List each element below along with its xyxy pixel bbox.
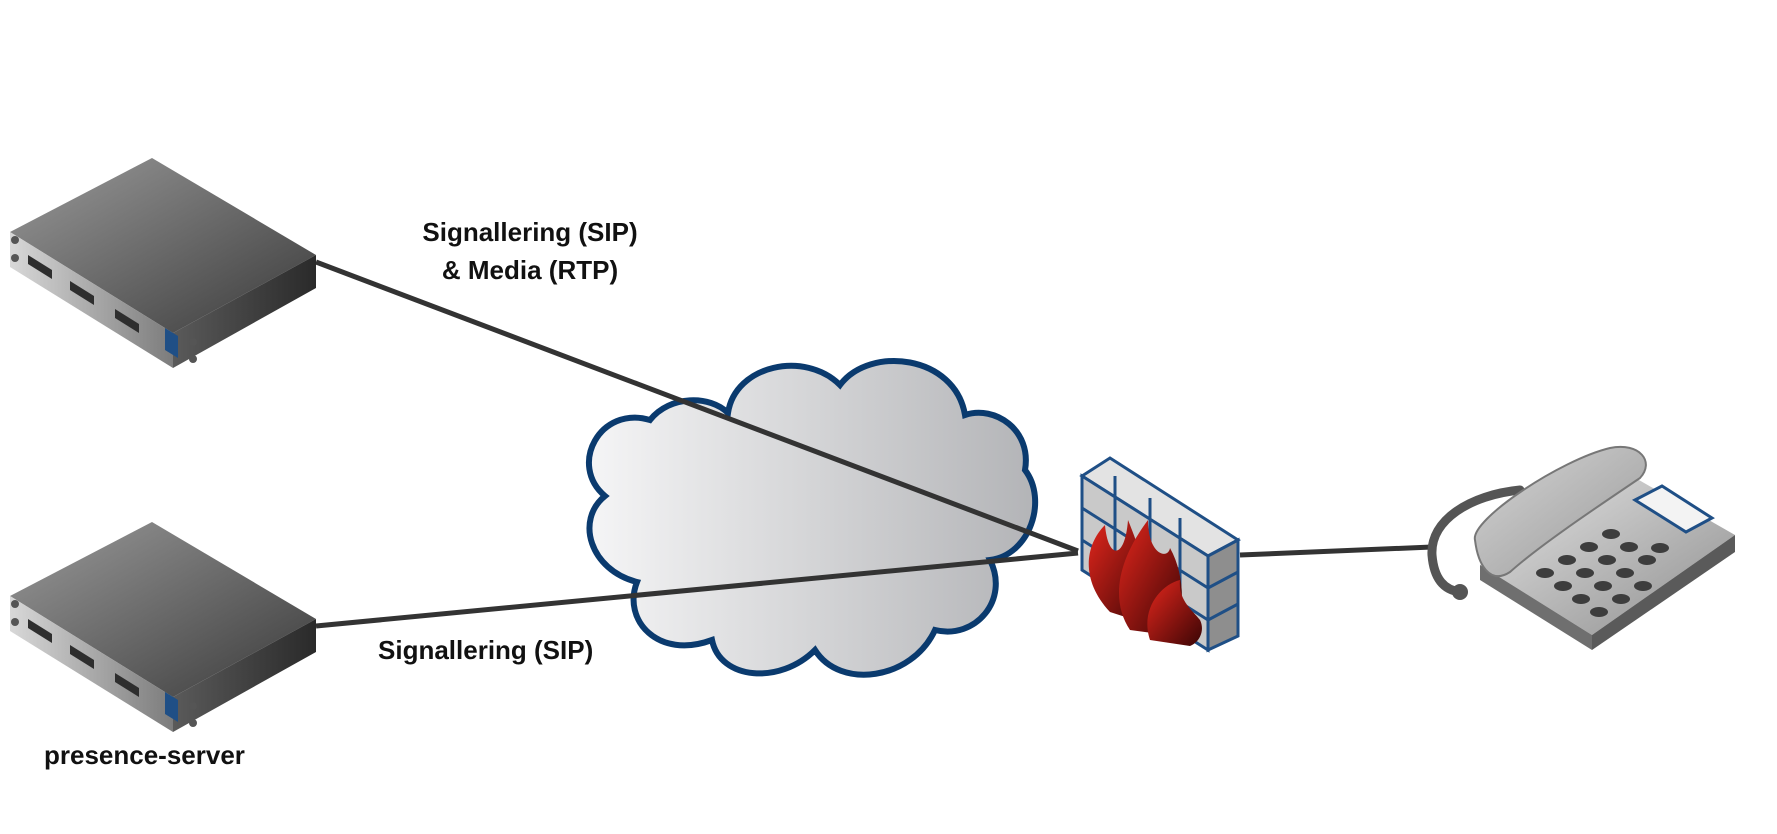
link-server2-firewall — [315, 550, 1079, 629]
firewall-icon — [1079, 456, 1241, 653]
cloud-icon — [585, 358, 1039, 678]
link-label-signalling-media: Signallering (SIP) & Media (RTP) — [400, 213, 660, 289]
connection-lines — [315, 259, 1433, 629]
link-label-line2: & Media (RTP) — [441, 255, 619, 285]
link-label-signalling: Signallering (SIP) — [378, 635, 594, 665]
server-label: presence-server — [44, 740, 245, 770]
link-firewall-phone — [1239, 544, 1433, 558]
link-label-line1: Signallering (SIP) — [422, 217, 638, 247]
server-icon — [10, 158, 316, 368]
telephone-icon — [1427, 445, 1735, 650]
link-server1-firewall — [315, 259, 1079, 554]
server-icon — [10, 522, 316, 732]
